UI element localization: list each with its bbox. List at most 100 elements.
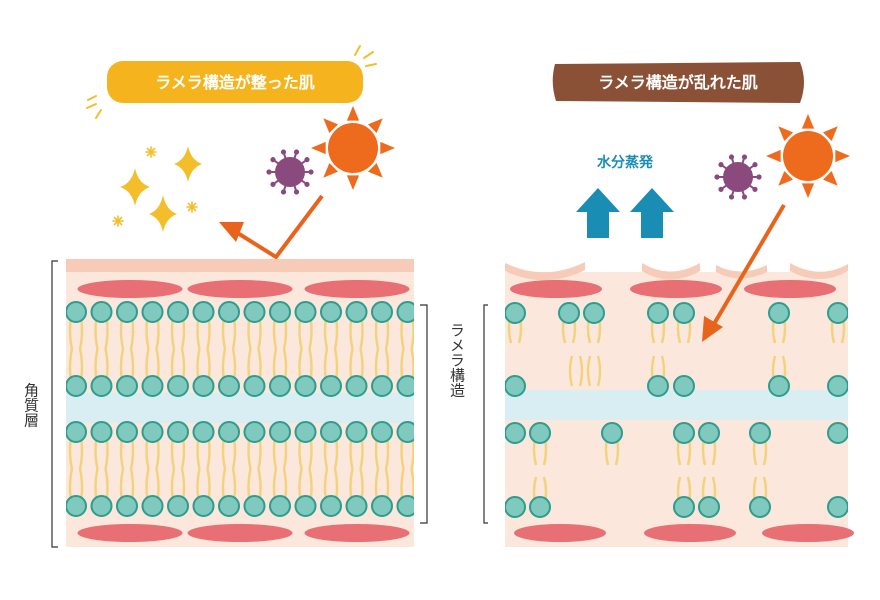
right-panel bbox=[505, 262, 854, 547]
good-skin-title: ラメラ構造が整った肌 bbox=[155, 73, 315, 92]
lipid-head bbox=[320, 301, 342, 323]
sun-ray bbox=[801, 114, 815, 129]
left-vertical-label: 角質層 bbox=[22, 383, 40, 428]
right-bracket bbox=[483, 304, 488, 524]
right-corneocytes bbox=[510, 280, 854, 542]
lipid-head bbox=[371, 421, 393, 443]
lipid-head bbox=[396, 495, 414, 517]
lipid-head bbox=[243, 375, 266, 397]
lipid-head bbox=[698, 422, 720, 444]
lipid-head bbox=[505, 422, 526, 444]
left-lipid-bilayers bbox=[66, 301, 414, 517]
lipid-head bbox=[218, 301, 240, 323]
lipid-head bbox=[583, 302, 605, 324]
virus-spike-tip bbox=[741, 154, 748, 160]
sun-ray bbox=[368, 118, 383, 133]
sun-ray bbox=[778, 171, 793, 186]
lipid-head bbox=[90, 301, 113, 323]
virus-spike-tip bbox=[752, 162, 758, 168]
left-inner-bracket bbox=[420, 304, 428, 524]
sun-ray bbox=[823, 171, 838, 186]
lipid-head bbox=[243, 421, 266, 443]
corneocyte-cell bbox=[187, 524, 293, 542]
sun-ray bbox=[778, 126, 793, 141]
lipid-head bbox=[218, 421, 240, 443]
virus-spike-tip bbox=[280, 149, 287, 155]
virus-spike-tip bbox=[280, 189, 287, 195]
corneocyte-cell bbox=[744, 280, 836, 298]
lipid-head bbox=[601, 422, 623, 444]
lipid-head bbox=[396, 421, 414, 443]
corneocyte-cell bbox=[77, 524, 183, 542]
virus-spike-tip bbox=[270, 157, 276, 163]
corneocyte-cell bbox=[514, 524, 606, 542]
lipid-head bbox=[294, 421, 317, 443]
virus-spike-tip bbox=[304, 181, 310, 187]
lipid-head bbox=[320, 495, 342, 517]
virus-spike-tip bbox=[728, 194, 735, 200]
sun-ray bbox=[823, 126, 838, 141]
lipid-head bbox=[827, 375, 848, 397]
lipid-head bbox=[269, 301, 291, 323]
lipid-head bbox=[371, 375, 393, 397]
lipid-head bbox=[66, 301, 87, 323]
lipid-head bbox=[141, 301, 164, 323]
lipid-head bbox=[345, 421, 368, 443]
virus-spike-tip bbox=[741, 194, 748, 200]
sparkle-icon bbox=[120, 146, 202, 232]
lipid-head bbox=[167, 421, 189, 443]
sun-ray bbox=[346, 175, 360, 190]
virus-spike-tip bbox=[752, 186, 758, 192]
lipid-head bbox=[749, 422, 771, 444]
sun-disc bbox=[783, 131, 833, 181]
lipid-head bbox=[269, 495, 291, 517]
lipid-head bbox=[827, 496, 848, 518]
virus-icon bbox=[266, 149, 314, 195]
sun-ray bbox=[368, 163, 383, 178]
virus-icon bbox=[714, 154, 762, 200]
up-arrow-icon bbox=[630, 188, 674, 238]
lipid-head bbox=[320, 375, 342, 397]
reflected-uv-arrow bbox=[219, 194, 324, 259]
penetrating-uv-arrow bbox=[702, 203, 786, 342]
virus-spike-tip bbox=[308, 169, 314, 175]
virus-spike-tip bbox=[293, 149, 300, 155]
lipid-head bbox=[827, 422, 848, 444]
lipid-head bbox=[345, 375, 368, 397]
virus-body bbox=[275, 157, 305, 187]
corneocyte-cell bbox=[510, 280, 602, 298]
lipid-head bbox=[371, 301, 393, 323]
lipid-head bbox=[505, 375, 526, 397]
lipid-head bbox=[192, 495, 215, 517]
lipid-head bbox=[396, 301, 414, 323]
left-corneocytes bbox=[77, 280, 410, 542]
sun-ray bbox=[323, 118, 338, 133]
virus-spike-tip bbox=[728, 154, 735, 160]
virus-spike-tip bbox=[718, 162, 724, 168]
lipid-head bbox=[768, 302, 790, 324]
lipid-head bbox=[698, 496, 720, 518]
virus-spike-tip bbox=[270, 181, 276, 187]
lipid-head bbox=[269, 375, 291, 397]
lipid-head bbox=[269, 421, 291, 443]
right-broken-top-layer bbox=[505, 262, 848, 281]
lipid-head bbox=[294, 375, 317, 397]
lipid-head bbox=[116, 421, 138, 443]
virus-spike-tip bbox=[718, 186, 724, 192]
sun-ray bbox=[766, 149, 781, 163]
lipid-head bbox=[505, 302, 526, 324]
left-water-band-1 bbox=[66, 393, 414, 423]
corneocyte-cell bbox=[644, 524, 736, 542]
lipid-head bbox=[558, 302, 580, 324]
left-top-layer bbox=[66, 259, 414, 272]
good-skin-banner: ラメラ構造が整った肌 bbox=[86, 45, 377, 119]
right-disordered-lipids bbox=[505, 302, 848, 518]
lipid-tail bbox=[586, 355, 592, 387]
lipid-head bbox=[345, 495, 368, 517]
lipid-head bbox=[218, 495, 240, 517]
lipid-head bbox=[320, 421, 342, 443]
lipid-head bbox=[141, 421, 164, 443]
lipid-head bbox=[294, 301, 317, 323]
lipid-head bbox=[116, 375, 138, 397]
lipid-head bbox=[396, 375, 414, 397]
